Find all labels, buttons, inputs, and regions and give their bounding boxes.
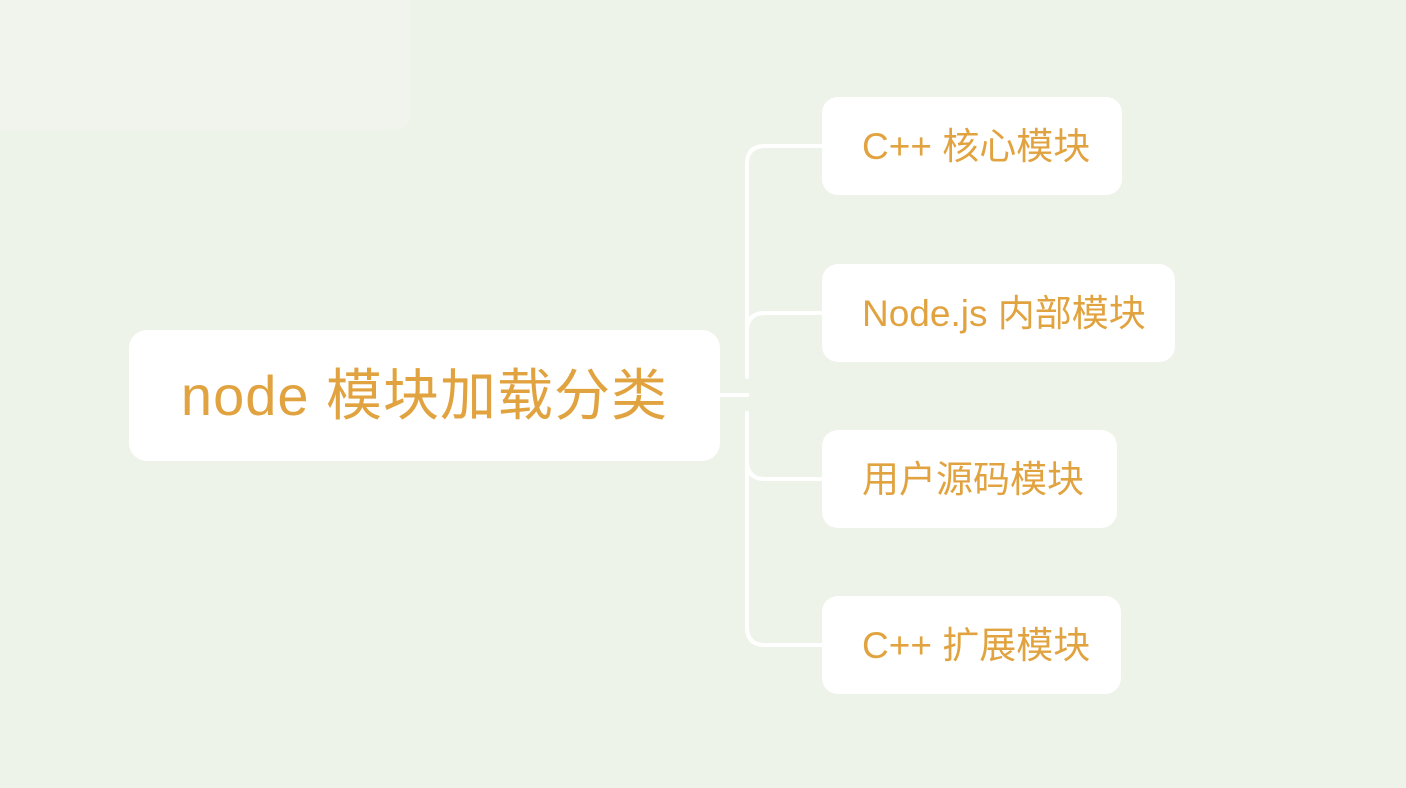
mindmap-node-user-source[interactable]: 用户源码模块	[822, 430, 1117, 528]
node-label: C++ 扩展模块	[862, 624, 1091, 666]
node-label: Node.js 内部模块	[862, 292, 1146, 334]
root-node-label: node 模块加载分类	[180, 363, 669, 427]
background-panel	[0, 0, 410, 130]
mindmap-node-cpp-addon[interactable]: C++ 扩展模块	[822, 596, 1121, 694]
mindmap-node-nodejs-internal[interactable]: Node.js 内部模块	[822, 264, 1175, 362]
node-label: 用户源码模块	[862, 458, 1084, 500]
node-label: C++ 核心模块	[862, 125, 1091, 167]
mindmap-node-cpp-core[interactable]: C++ 核心模块	[822, 97, 1122, 195]
mindmap-root-node[interactable]: node 模块加载分类	[129, 330, 720, 461]
